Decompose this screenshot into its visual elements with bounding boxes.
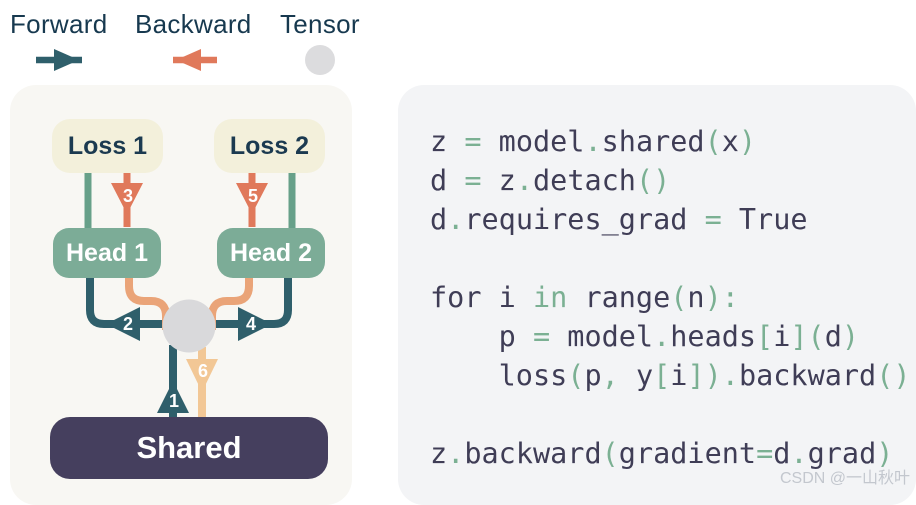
legend-forward-label: Forward <box>10 9 108 39</box>
backward-arrow-icon <box>173 49 217 71</box>
step-label-3: 3 <box>122 186 134 206</box>
step-label-2: 2 <box>122 314 134 334</box>
code-line: z = model.shared(x) <box>430 125 757 158</box>
code-line <box>430 395 911 434</box>
step-label-4: 4 <box>245 314 257 334</box>
code-line: d.requires_grad = True <box>430 203 808 236</box>
code-line: p = model.heads[i](d) <box>430 320 860 353</box>
step-label-6: 6 <box>197 361 209 381</box>
forward-arrow-icon <box>36 49 82 71</box>
loss1-node: Loss 1 <box>52 119 163 173</box>
head2-node: Head 2 <box>217 228 325 278</box>
loss2-node: Loss 2 <box>214 119 325 173</box>
tensor-circle-icon <box>305 45 335 75</box>
shared-node: Shared <box>50 417 328 479</box>
step-label-5: 5 <box>247 186 259 206</box>
code-line: for i in range(n): <box>430 281 739 314</box>
code-panel <box>398 85 916 505</box>
code-line <box>430 239 911 278</box>
code-line: d = z.detach() <box>430 164 671 197</box>
code-line: z.backward(gradient=d.grad) <box>430 437 894 470</box>
step-label-1: 1 <box>168 391 180 411</box>
legend-backward-label: Backward <box>135 9 252 39</box>
code-block: z = model.shared(x) d = z.detach() d.requi… <box>430 122 911 473</box>
legend-tensor-label: Tensor <box>280 9 360 39</box>
head1-node: Head 1 <box>53 228 161 278</box>
code-line: loss(p, y[i]).backward() <box>430 359 911 392</box>
watermark: CSDN @一山秋叶 <box>779 470 910 487</box>
